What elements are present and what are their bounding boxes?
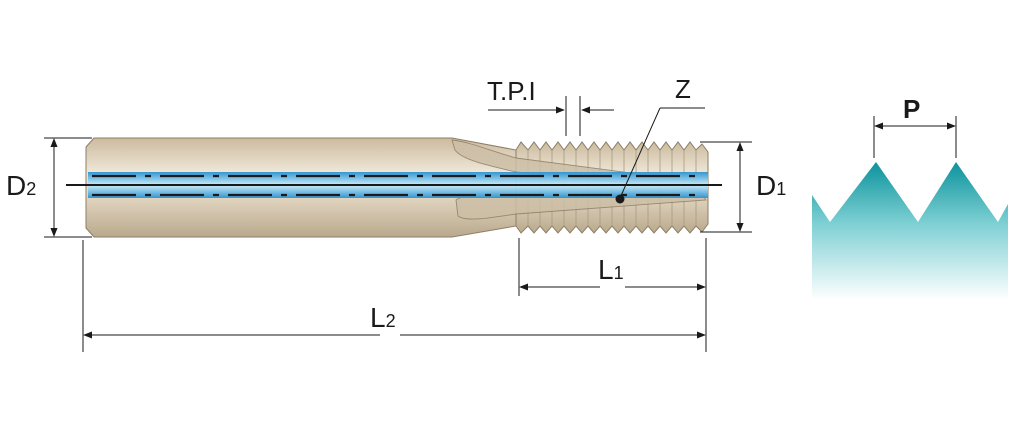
svg-text:D1: D1 (756, 170, 786, 201)
tpi-label: T.P.I (487, 76, 536, 106)
d1-dimension: D1 (700, 141, 786, 233)
l2-subscript: 2 (386, 311, 396, 331)
thread-profile-shape (812, 162, 1008, 300)
z-annotation: Z (615, 74, 705, 204)
l2-dimension: L2 (82, 240, 706, 352)
d2-label: D (6, 170, 26, 201)
z-point (615, 194, 625, 204)
coolant-dashes (92, 174, 700, 197)
tpi-annotation: T.P.I (487, 76, 614, 136)
svg-text:D2: D2 (6, 170, 36, 201)
d1-label: D (756, 170, 776, 201)
l2-label: L (370, 302, 386, 333)
l1-label: L (598, 254, 614, 285)
svg-text:L1: L1 (598, 254, 624, 285)
z-label: Z (675, 74, 691, 104)
d2-dimension: D2 (6, 137, 92, 238)
thread-profile: P (812, 94, 1008, 300)
d2-subscript: 2 (26, 179, 36, 199)
l1-subscript: 1 (614, 263, 624, 283)
svg-text:L2: L2 (370, 302, 396, 333)
d1-subscript: 1 (776, 179, 786, 199)
l1-dimension: L1 (518, 238, 707, 352)
pitch-label: P (903, 94, 920, 124)
tool-body (66, 137, 722, 238)
